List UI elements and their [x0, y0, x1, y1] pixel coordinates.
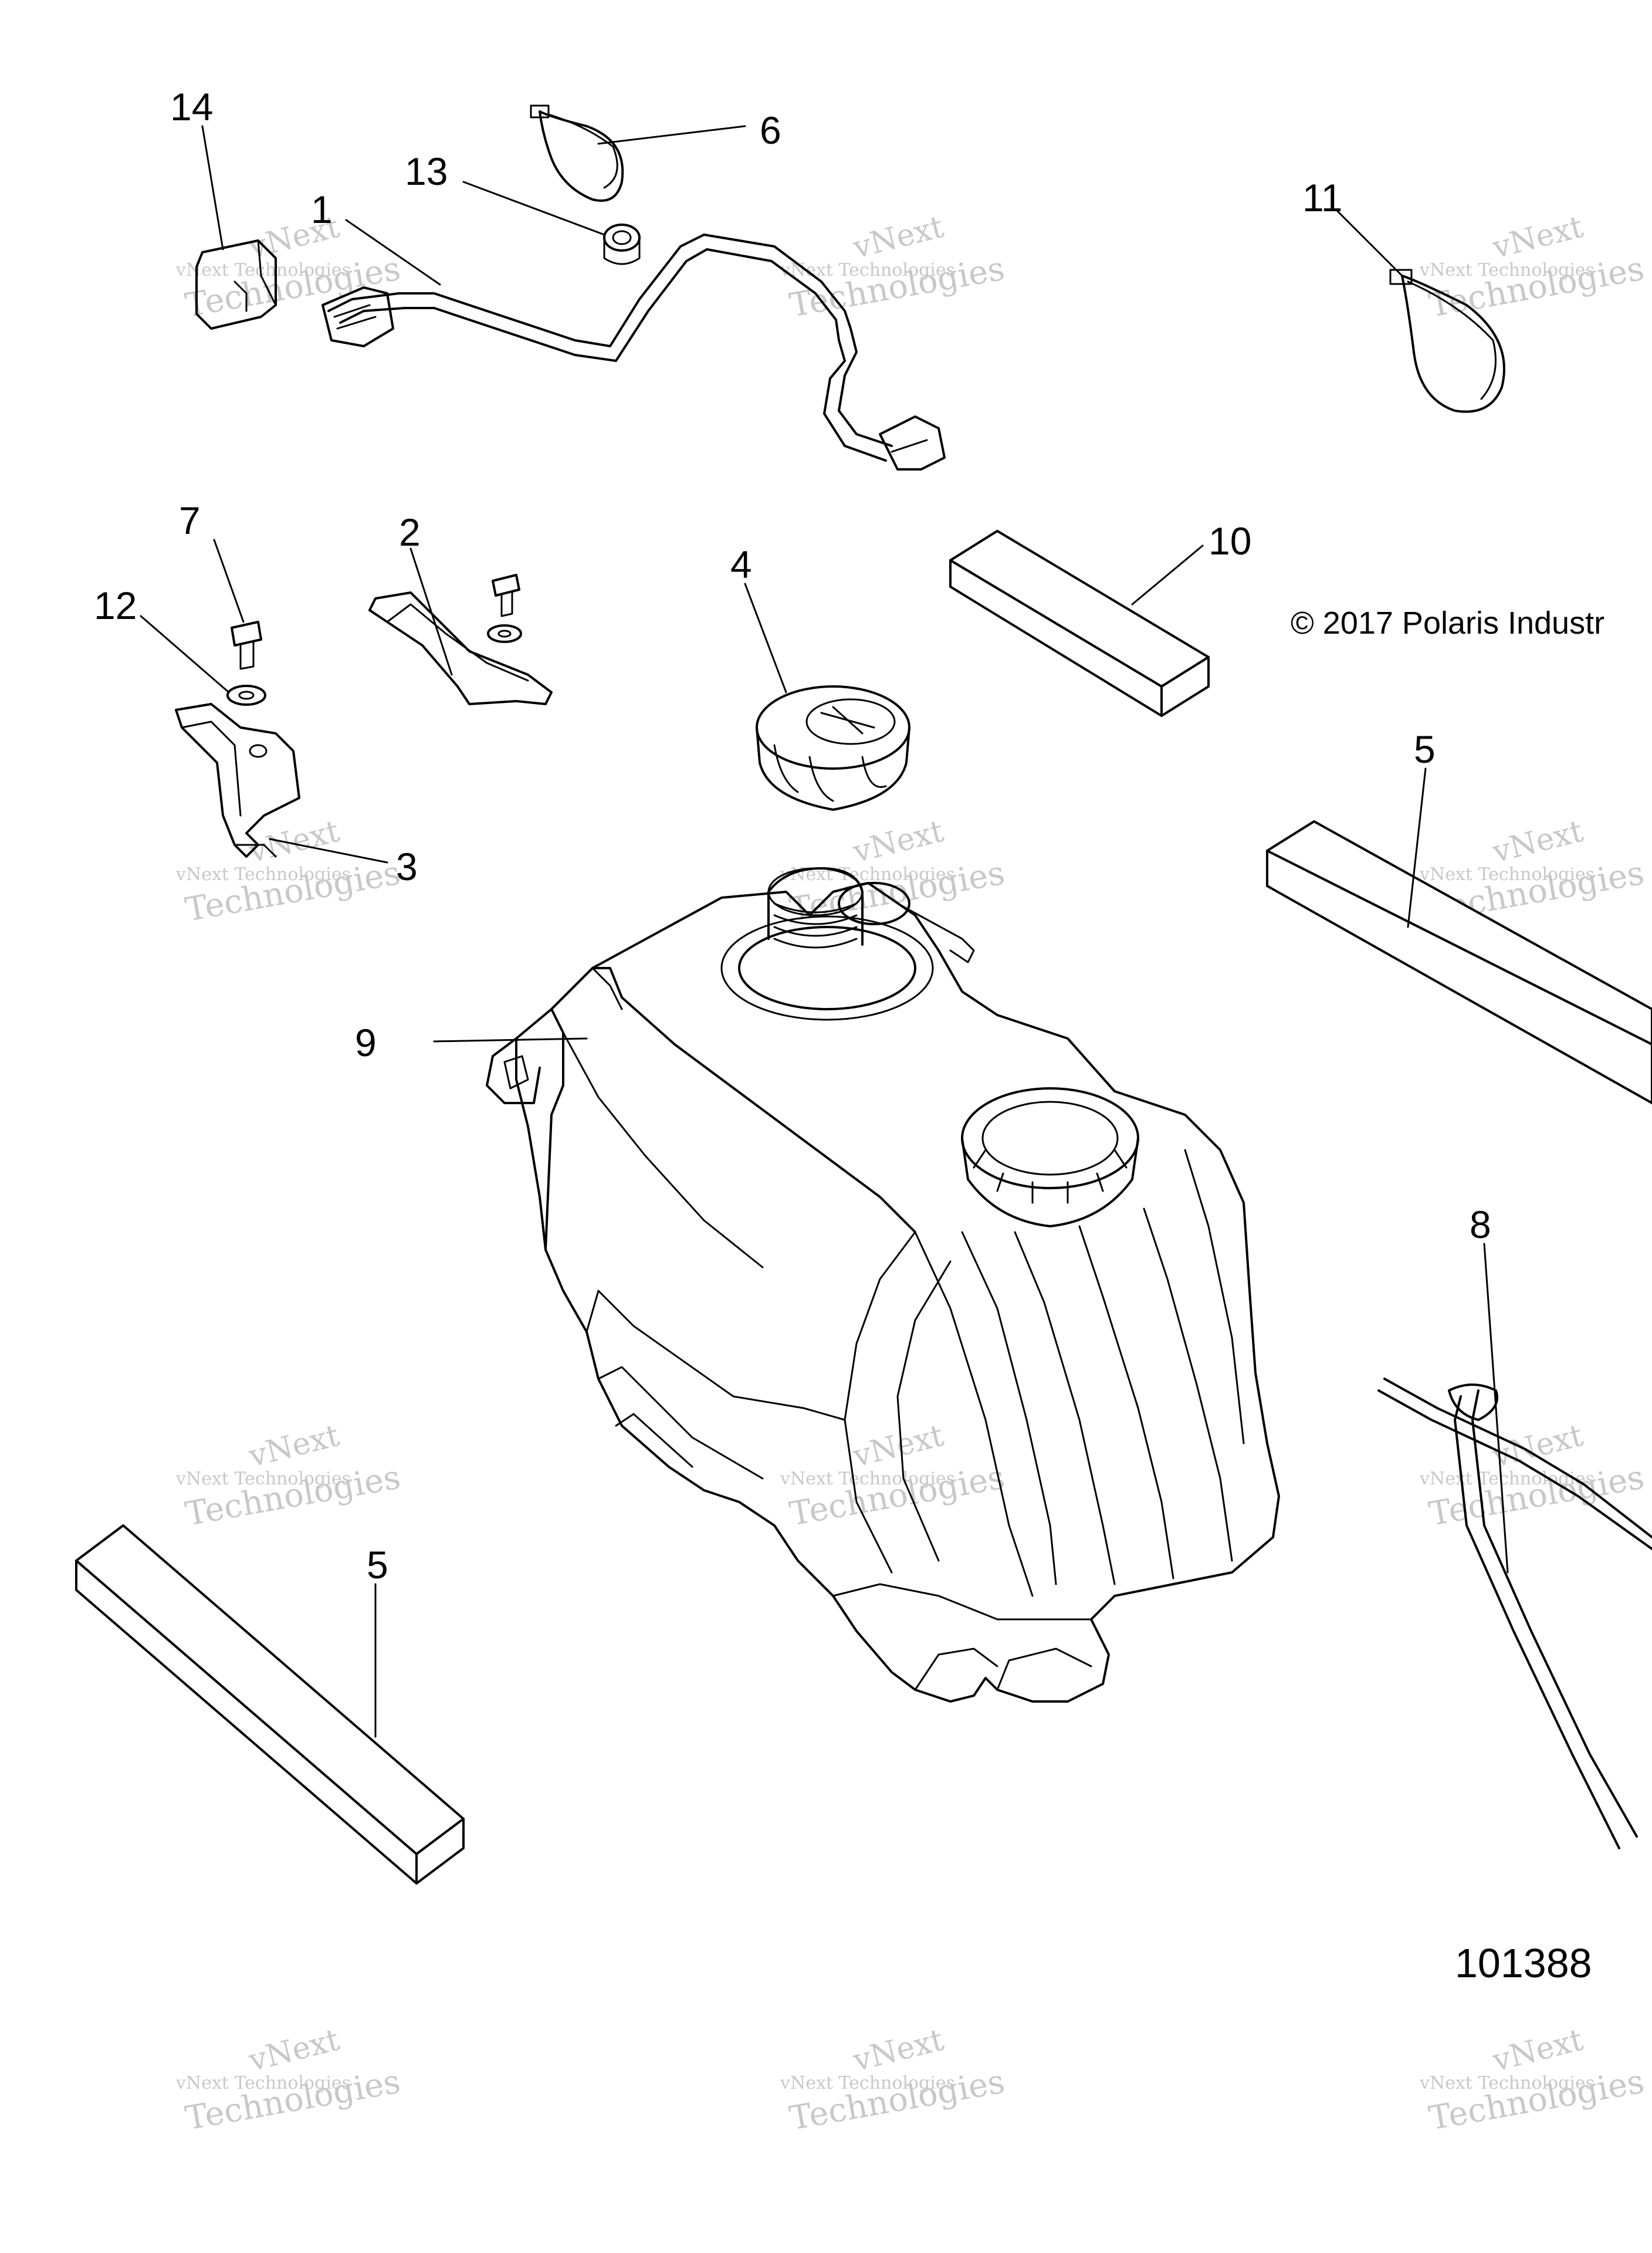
leader-lines	[140, 125, 1509, 1738]
watermark-mid-left: vNext vNext Technologies Technologies	[175, 814, 403, 929]
part-9-fuel-tank	[486, 867, 1280, 1703]
watermark-bottom-left: vNext vNext Technologies Technologies	[175, 2022, 403, 2138]
watermark-text-2: vNext Technologies	[780, 864, 955, 885]
drawing-number: 101388	[1455, 1940, 1592, 1986]
watermark-text-2: vNext Technologies	[1419, 2073, 1595, 2093]
watermark-text-2: vNext Technologies	[1419, 864, 1595, 885]
watermark-text-1: vNext	[245, 814, 343, 870]
part-3-bracket	[175, 703, 300, 858]
part-12-washer	[226, 685, 266, 706]
part-14-clip	[195, 239, 277, 330]
leader-5-right	[1407, 767, 1427, 928]
watermark-text-1: vNext	[849, 209, 947, 266]
watermark-text-2: vNext Technologies	[1419, 260, 1595, 280]
part-6-tie	[530, 104, 624, 202]
watermark-text-2: vNext Technologies	[175, 1469, 351, 1489]
part-13-grommet	[603, 224, 641, 265]
leader-3	[269, 838, 388, 864]
watermark-text-2: vNext Technologies	[175, 864, 351, 885]
copyright-text: © 2017 Polaris Industr	[1291, 605, 1604, 641]
leader-13	[462, 181, 605, 236]
callout-11: 11	[1302, 176, 1343, 219]
leader-14	[201, 125, 224, 251]
callout-3: 3	[396, 845, 418, 888]
callout-14: 14	[170, 85, 213, 128]
callout-2: 2	[399, 510, 421, 554]
callout-10: 10	[1208, 519, 1251, 563]
part-2-bracket	[368, 574, 553, 705]
part-7-bolt	[231, 621, 262, 670]
leader-4	[744, 583, 787, 694]
watermark-text-1: vNext	[1489, 1418, 1587, 1474]
watermark-text-2: vNext Technologies	[780, 2073, 955, 2093]
watermark-text-1: vNext	[1489, 2022, 1587, 2079]
watermark-text-2: vNext Technologies	[780, 1469, 955, 1489]
watermark-low-right: vNext vNext Technologies Technologies	[1419, 1418, 1647, 1534]
callout-8: 8	[1470, 1203, 1491, 1246]
watermark-text-2: vNext Technologies	[175, 2073, 351, 2093]
watermark-top-right: vNext vNext Technologies Technologies	[1419, 209, 1647, 325]
watermark-top-center: vNext vNext Technologies Technologies	[780, 209, 1007, 325]
part-5-foam-block-right	[1266, 820, 1652, 1104]
watermark-low-left: vNext vNext Technologies Technologies	[175, 1418, 403, 1534]
part-1-fuel-line	[321, 234, 946, 471]
watermark-top-left: vNext vNext Technologies Technologies	[175, 209, 403, 325]
part-5-foam-block-left	[75, 1524, 465, 1885]
watermark-text-1: vNext	[245, 1418, 343, 1474]
watermark-text-1: vNext	[849, 814, 947, 870]
callout-1: 1	[311, 188, 333, 231]
watermark-text-1: vNext	[849, 2022, 947, 2079]
leader-10	[1131, 544, 1204, 605]
callout-9: 9	[355, 1021, 377, 1064]
watermark-text-1: vNext	[245, 2022, 343, 2079]
callout-5-left: 5	[367, 1543, 388, 1586]
watermark-text-2: vNext Technologies	[780, 260, 955, 280]
part-11-cable-tie	[1389, 269, 1505, 413]
leader-8	[1483, 1243, 1509, 1574]
watermark-text-1: vNext	[1489, 814, 1587, 870]
leader-6	[597, 125, 746, 145]
callout-12: 12	[94, 584, 137, 627]
leader-1	[345, 219, 441, 286]
watermark-bottom-center: vNext vNext Technologies Technologies	[780, 2022, 1007, 2138]
callout-6: 6	[760, 109, 781, 152]
part-8-vent-hose	[1377, 1378, 1652, 1849]
watermark-text-1: vNext	[849, 1418, 947, 1474]
part-4-fuel-cap	[756, 685, 910, 811]
callout-5-right: 5	[1414, 728, 1436, 771]
part-10-foam-block	[949, 530, 1210, 717]
leader-11	[1336, 210, 1403, 277]
watermark-text-1: vNext	[1489, 209, 1587, 266]
leader-2	[409, 547, 453, 676]
watermark-text-2: vNext Technologies	[175, 260, 351, 280]
callout-4: 4	[730, 543, 752, 586]
watermark-low-center: vNext vNext Technologies Technologies	[780, 1418, 1007, 1534]
leader-7	[213, 539, 245, 623]
callout-7: 7	[179, 499, 201, 542]
leader-12	[140, 615, 230, 694]
callout-13: 13	[405, 150, 448, 193]
leader-9	[433, 1037, 588, 1043]
watermark-bottom-right: vNext vNext Technologies Technologies	[1419, 2022, 1647, 2138]
